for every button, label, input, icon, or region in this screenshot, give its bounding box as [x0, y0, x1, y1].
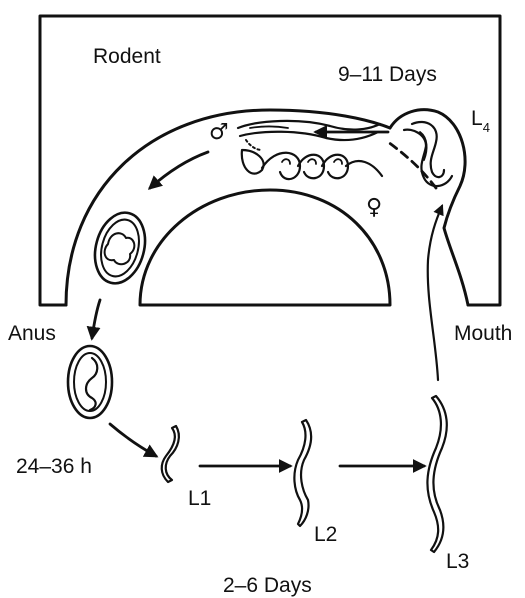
intestine-upper-bulge	[390, 110, 468, 305]
egg-passed	[68, 346, 112, 418]
female-symbol: ♀	[366, 195, 382, 220]
l3-larva	[427, 396, 446, 552]
label-host-duration: 9–11 Days	[338, 63, 437, 86]
male-symbol: ♂	[209, 120, 229, 145]
label-l3: L3	[446, 550, 469, 573]
l1-larva	[162, 426, 179, 482]
arrow-l4-dashed	[388, 142, 436, 188]
label-l2: L2	[314, 523, 337, 546]
label-hatch-time: 24–36 h	[16, 455, 92, 478]
arrow-l3-to-mouth	[428, 206, 442, 380]
label-l1: L1	[188, 487, 211, 510]
adult-female-worm	[242, 150, 382, 179]
arrow-worms-to-egg	[150, 152, 208, 188]
intestine-inner-wall	[140, 190, 390, 305]
label-mouth: Mouth	[454, 322, 512, 345]
label-l4-subscript: 4	[483, 120, 490, 135]
label-rodent: Rodent	[93, 45, 161, 68]
l2-larva	[294, 420, 311, 526]
adult-male-worm	[238, 121, 380, 150]
arrow-gut-to-anus	[92, 300, 100, 338]
label-anus: Anus	[8, 322, 56, 345]
label-l4-letter: L	[471, 107, 483, 130]
label-free-living-duration: 2–6 Days	[223, 574, 312, 597]
arrow-egg-to-l1	[110, 424, 156, 456]
label-l4: L4	[471, 107, 490, 135]
